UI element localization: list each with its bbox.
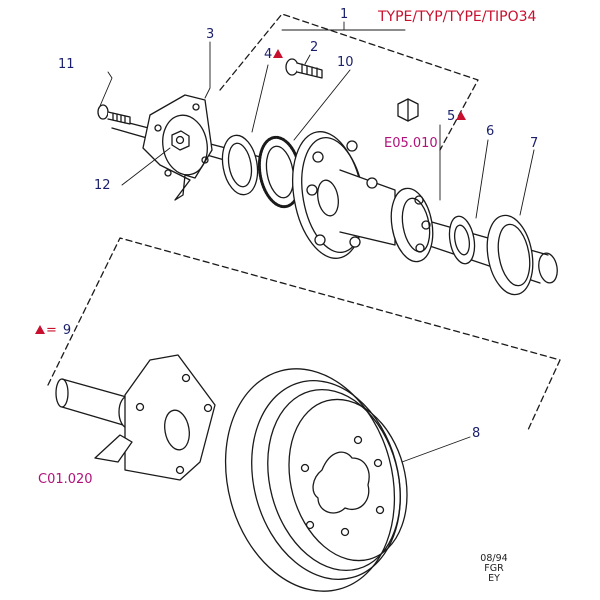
- legend-equals: =: [46, 323, 57, 338]
- callout-1: 1: [340, 7, 349, 22]
- type-number: 34: [518, 9, 537, 25]
- explode-bracket-upper: [219, 13, 479, 151]
- warning-triangle-icon: [35, 325, 45, 334]
- callout-10: 10: [337, 55, 354, 70]
- spacer-part-6: [448, 215, 476, 265]
- c01-leader: [94, 434, 133, 463]
- ref-c01-020: C01.020: [38, 472, 93, 487]
- callout-2: 2: [310, 40, 319, 55]
- date-stamp-line2: FGR: [484, 563, 504, 574]
- stud-part-2: [285, 58, 323, 79]
- date-stamp-line3: EY: [488, 573, 500, 584]
- ref-e05-010: E05.010: [384, 136, 438, 151]
- seal-part-4: [221, 134, 259, 196]
- bearing-ring-part-10: [257, 135, 303, 209]
- date-stamp-date: 08/94: [480, 553, 508, 564]
- hub-studs: [306, 140, 378, 248]
- callout-6: 6: [486, 124, 495, 139]
- brake-drum-part-8: [224, 368, 408, 592]
- callout-8: 8: [472, 426, 481, 441]
- legend-warning: =9: [34, 324, 71, 337]
- ring-part-7: [486, 214, 534, 296]
- callout-7: 7: [530, 136, 539, 151]
- date-stamp: 08/94 FGR EY: [474, 554, 514, 584]
- callout-12: 12: [94, 178, 111, 193]
- callout-11: 11: [58, 57, 75, 72]
- bearing-part-5: [390, 187, 434, 263]
- warning-triangle-icon: [273, 49, 284, 58]
- callout-4-number: 4: [264, 47, 273, 62]
- explode-bracket-lower: [47, 237, 561, 431]
- type-header: TYPE/TYP/TYPE/TIPO34: [378, 10, 536, 24]
- bolt-part-11: [97, 104, 131, 125]
- drum-bolt-holes: [300, 435, 385, 537]
- callout-4: 4: [264, 48, 284, 61]
- wheel-nut: [397, 98, 419, 122]
- type-header-label: TYPE/TYP/TYPE/TIPO: [378, 9, 519, 25]
- hub-flange: [292, 131, 396, 259]
- lower-flange: [124, 354, 216, 481]
- callout-5-number: 5: [447, 109, 456, 124]
- legend-part-9: 9: [62, 323, 72, 338]
- warning-triangle-icon: [456, 111, 467, 120]
- callout-5: 5: [447, 110, 467, 123]
- leader-lines: [99, 21, 535, 463]
- callout-3: 3: [206, 27, 215, 42]
- nut-part-12: [171, 130, 190, 151]
